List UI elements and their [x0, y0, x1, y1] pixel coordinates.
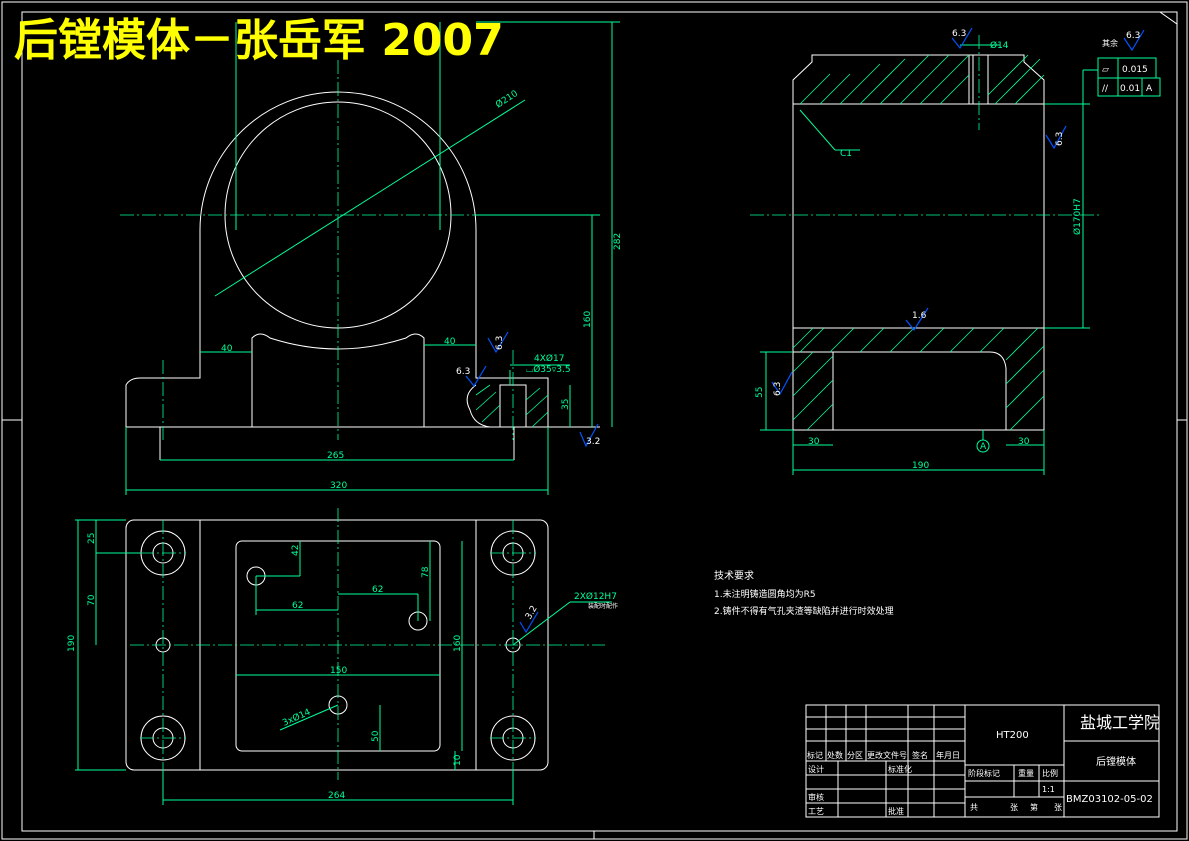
hatch-top	[799, 54, 1045, 105]
dim-w190: 190	[912, 461, 929, 471]
datum-a: A	[980, 442, 987, 452]
dim-c1: C1	[840, 149, 852, 159]
dim-d14: Ø14	[990, 40, 1009, 51]
dim-w150: 150	[330, 666, 347, 676]
dim-h35: 35	[561, 399, 571, 410]
notes-item-2: 2.铸件不得有气孔夹渣等缺陷并进行时效处理	[714, 605, 894, 617]
roughness-label: 6.3	[456, 367, 470, 377]
dim-hole: 4XØ17	[534, 353, 564, 364]
dim-h25: 25	[87, 533, 97, 544]
tolerance-parallel: 0.01	[1120, 84, 1140, 94]
row-label-count: 处数	[827, 750, 843, 760]
label-approve: 批准	[888, 806, 904, 816]
label-sheet-no: 第	[1030, 802, 1038, 812]
title-school: 盐城工学院	[1080, 713, 1160, 732]
dim-h160: 160	[583, 311, 593, 328]
scale-value: 1:1	[1042, 785, 1055, 794]
dim-h282: 282	[613, 233, 623, 250]
roughness-label: 3.2	[586, 437, 600, 447]
row-label-sign: 签名	[912, 750, 928, 760]
front-view	[120, 21, 620, 495]
dim-w40b: 40	[444, 337, 456, 347]
notes-heading: 技术要求	[714, 569, 754, 582]
row-label-mark: 标记	[807, 750, 823, 760]
notes-item-1: 1.未注明铸造圆角均为R5	[714, 588, 816, 600]
parallel-symbol: //	[1102, 84, 1109, 94]
roughness-label: 6.3	[773, 382, 783, 396]
roughness-label: 1.6	[912, 311, 927, 321]
dim-h42: 42	[291, 545, 301, 556]
label-review: 审核	[808, 792, 824, 802]
label-design: 设计	[808, 764, 824, 774]
dim-d210: Ø210	[494, 88, 521, 111]
page-title: 后镗模体－张岳军 2007	[14, 15, 504, 66]
tolerance-datum: A	[1146, 84, 1153, 94]
label-process: 工艺	[808, 807, 824, 816]
dim-d170: Ø170H7	[1072, 198, 1083, 235]
dim-w265: 265	[327, 451, 344, 461]
dim-holes2-note: 装配时配作	[588, 602, 618, 610]
dim-h78: 78	[421, 566, 431, 578]
label-sheet-unit2: 张	[1054, 803, 1062, 812]
dim-w264: 264	[328, 791, 345, 801]
dim-h190: 190	[67, 635, 77, 652]
label-stage: 阶段标记	[968, 768, 1000, 778]
dim-w40a: 40	[221, 344, 233, 354]
row-label-change: 更改文件号	[867, 750, 907, 760]
dim-h70: 70	[87, 594, 97, 606]
flatness-symbol: ▱	[1102, 65, 1109, 75]
label-scale: 比例	[1042, 768, 1058, 778]
tolerance-flatness: 0.015	[1122, 65, 1148, 75]
title-drawing-no: BMZ03102-05-02	[1066, 794, 1153, 805]
dim-h50: 50	[371, 730, 381, 742]
label-weight: 重量	[1018, 768, 1034, 778]
dim-h160: 160	[453, 635, 463, 652]
roughness-rest-label: 其余	[1102, 38, 1118, 48]
dim-w62b: 62	[372, 585, 383, 595]
dim-w62a: 62	[292, 601, 303, 611]
label-sheet-unit: 张	[1010, 803, 1018, 812]
dim-w320: 320	[330, 481, 347, 491]
label-standard: 标准化	[888, 764, 912, 774]
dim-h55: 55	[755, 387, 765, 398]
dim-w30b: 30	[1018, 437, 1030, 447]
roughness-label: 6.3	[952, 29, 966, 39]
roughness-label: 6.3	[1055, 132, 1065, 146]
title-part-name: 后镗模体	[1096, 755, 1136, 768]
dim-holes3: 3xØ14	[281, 707, 313, 729]
roughness-label: 3.2	[524, 604, 540, 621]
side-view	[750, 27, 1161, 475]
roughness-label: 6.3	[1126, 31, 1140, 41]
label-sheets-total: 共	[970, 803, 978, 812]
row-label-date: 年月日	[936, 750, 960, 760]
plan-view	[75, 508, 612, 805]
title-block	[805, 704, 1160, 818]
dim-w30a: 30	[808, 437, 820, 447]
dim-cbore: ⌴Ø35▿3.5	[526, 364, 571, 375]
row-label-zone: 分区	[847, 751, 863, 760]
inner-border	[21, 11, 1178, 832]
title-material: HT200	[996, 730, 1029, 741]
technical-notes: 技术要求 1.未注明铸造圆角均为R5 2.铸件不得有气孔夹渣等缺陷并进行时效处理	[714, 569, 894, 617]
dim-holes2: 2XØ12H7	[574, 591, 617, 602]
dim-h10: 10	[453, 754, 463, 766]
roughness-label: 6.3	[495, 336, 505, 350]
hatch-bottom	[792, 327, 1045, 431]
